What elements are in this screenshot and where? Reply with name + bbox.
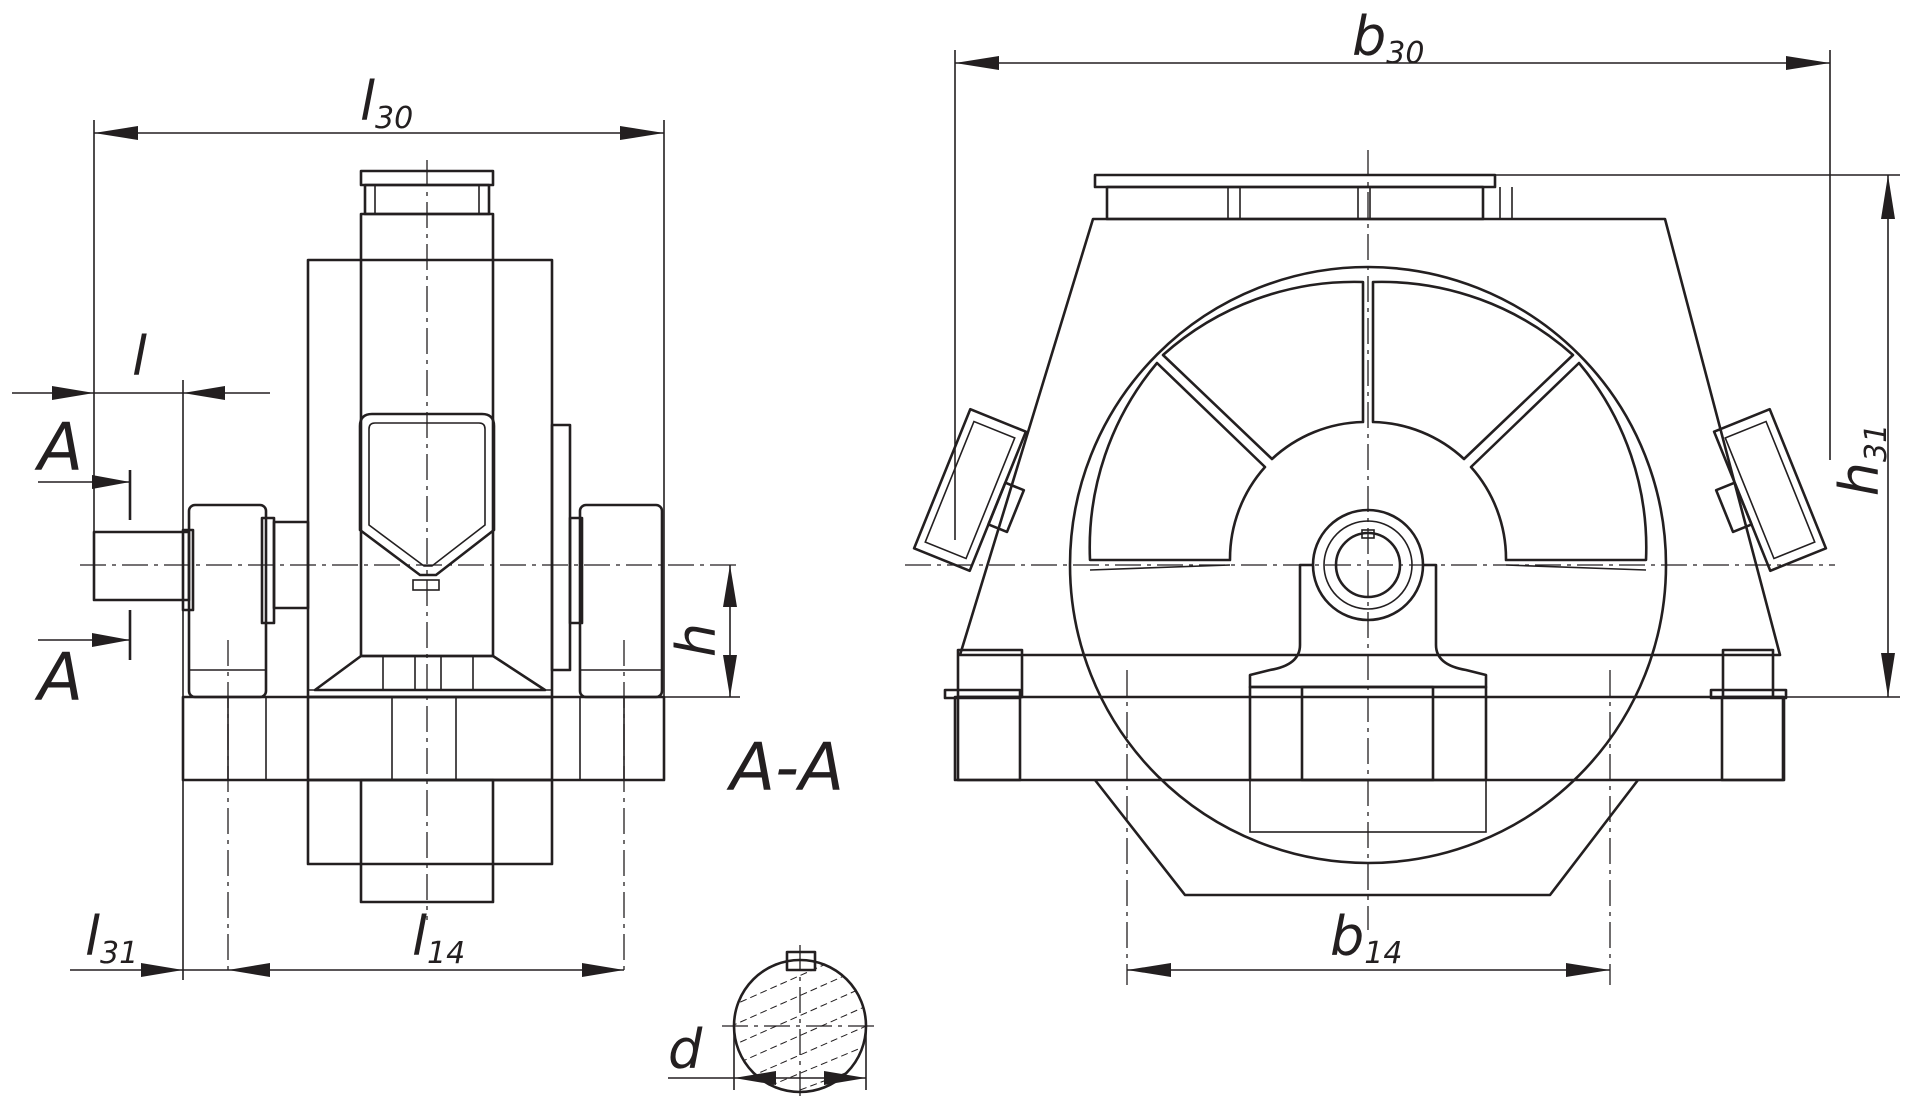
base-frame <box>181 695 666 782</box>
section-title: A-A <box>726 729 844 806</box>
dim-l31-label: l31 <box>85 905 138 971</box>
dim-h31-label: h31 <box>1828 424 1894 496</box>
right-motor <box>1712 407 1828 573</box>
dim-l14-label: l14 <box>412 905 465 971</box>
drive-shaft-end <box>92 530 191 602</box>
drum-housing <box>306 258 554 699</box>
dim-d-label: d <box>668 1018 703 1081</box>
discharge-hopper <box>1093 779 1640 897</box>
shaft-keyway <box>785 950 817 972</box>
left-bearing <box>187 503 268 699</box>
side-view <box>80 160 740 970</box>
left-motor <box>912 407 1028 573</box>
dim-b14-label: b14 <box>1330 905 1402 971</box>
shaft-section <box>722 945 878 1096</box>
rotor-casing <box>958 217 1782 657</box>
dim-h-label: h <box>665 623 728 657</box>
front-view <box>905 150 1835 985</box>
top-flange <box>1093 173 1497 189</box>
dim-b30-label: b30 <box>1352 5 1424 71</box>
dim-l-label: l <box>132 325 147 388</box>
section-mark-lower: A <box>34 639 83 716</box>
dimensions: l30 l l31 l14 h A A A-A <box>12 5 1900 1090</box>
dim-l30-label: l30 <box>360 70 413 136</box>
front-base-frame <box>953 695 1785 782</box>
hopper-opening <box>358 412 496 577</box>
section-mark-upper: A <box>34 409 83 486</box>
right-bearing <box>578 503 664 699</box>
